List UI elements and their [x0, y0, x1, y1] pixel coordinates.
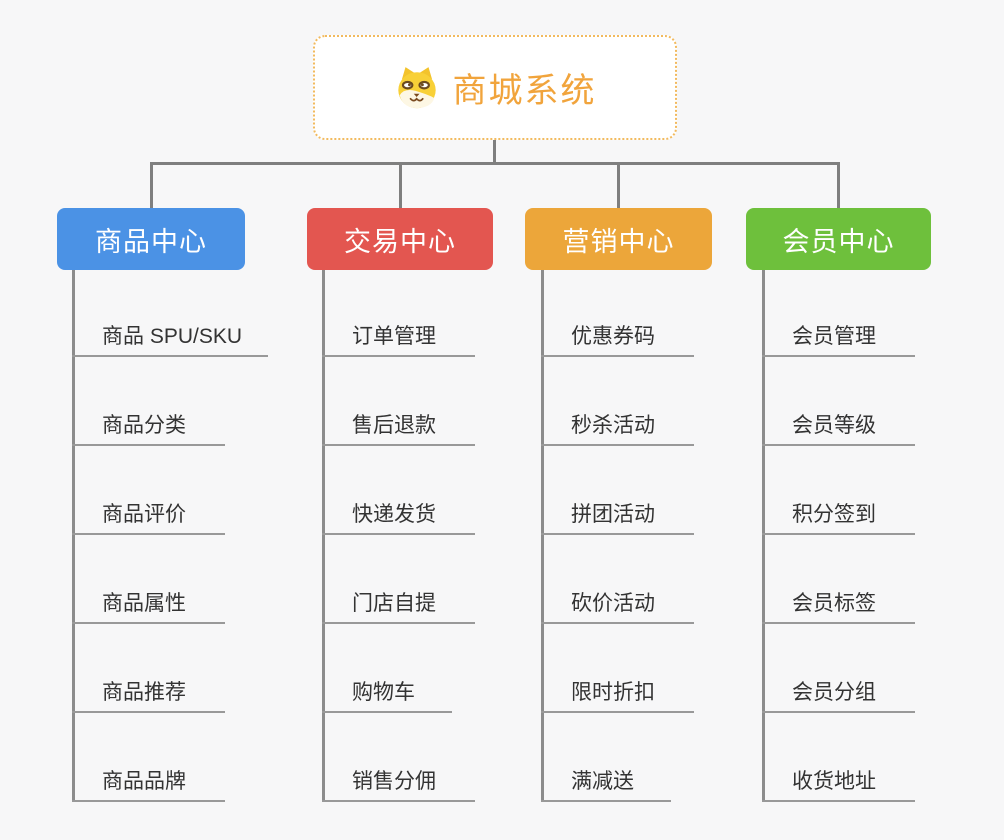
branch-node-product-center[interactable]: 商品中心: [57, 208, 245, 270]
child-topic[interactable]: 售后退款: [322, 404, 475, 446]
child-topic[interactable]: 秒杀活动: [541, 404, 694, 446]
connector-drop-marketing: [617, 162, 620, 208]
child-topic[interactable]: 销售分佣: [322, 760, 475, 802]
children-column-trade: 订单管理 售后退款 快递发货 门店自提 购物车 销售分佣: [322, 270, 532, 804]
child-topic[interactable]: 会员标签: [762, 582, 915, 624]
child-topic[interactable]: 拼团活动: [541, 493, 694, 535]
child-topic[interactable]: 限时折扣: [541, 671, 694, 713]
connector-drop-members: [837, 162, 840, 208]
child-topic[interactable]: 积分签到: [762, 493, 915, 535]
root-node-mall-system[interactable]: 商城系统: [313, 35, 677, 140]
child-topic[interactable]: 满减送: [541, 760, 671, 802]
child-topic[interactable]: 商品推荐: [72, 671, 225, 713]
child-topic[interactable]: 商品 SPU/SKU: [72, 315, 268, 357]
branch-node-trade-center[interactable]: 交易中心: [307, 208, 493, 270]
children-column-marketing: 优惠券码 秒杀活动 拼团活动 砍价活动 限时折扣 满减送: [541, 270, 751, 804]
child-topic[interactable]: 收货地址: [762, 760, 915, 802]
branch-node-marketing-center[interactable]: 营销中心: [525, 208, 712, 270]
connector-horizontal: [150, 162, 840, 165]
child-topic[interactable]: 商品分类: [72, 404, 225, 446]
child-topic[interactable]: 商品属性: [72, 582, 225, 624]
child-topic[interactable]: 商品品牌: [72, 760, 225, 802]
connector-root-vertical: [493, 140, 496, 165]
child-topic[interactable]: 砍价活动: [541, 582, 694, 624]
children-column-member: 会员管理 会员等级 积分签到 会员标签 会员分组 收货地址: [762, 270, 972, 804]
connector-drop-products: [150, 162, 153, 208]
children-column-product: 商品 SPU/SKU 商品分类 商品评价 商品属性 商品推荐 商品品牌: [72, 270, 282, 804]
root-title: 商城系统: [452, 72, 597, 110]
child-topic[interactable]: 会员分组: [762, 671, 915, 713]
branch-node-member-center[interactable]: 会员中心: [746, 208, 931, 270]
child-topic[interactable]: 购物车: [322, 671, 452, 713]
child-topic[interactable]: 订单管理: [322, 315, 475, 357]
child-topic[interactable]: 商品评价: [72, 493, 225, 535]
dog-face-icon: [397, 66, 436, 108]
child-topic[interactable]: 优惠券码: [541, 315, 694, 357]
child-topic[interactable]: 会员管理: [762, 315, 915, 357]
child-topic[interactable]: 门店自提: [322, 582, 475, 624]
child-topic[interactable]: 会员等级: [762, 404, 915, 446]
connector-drop-trade: [399, 162, 402, 208]
child-topic[interactable]: 快递发货: [322, 493, 475, 535]
